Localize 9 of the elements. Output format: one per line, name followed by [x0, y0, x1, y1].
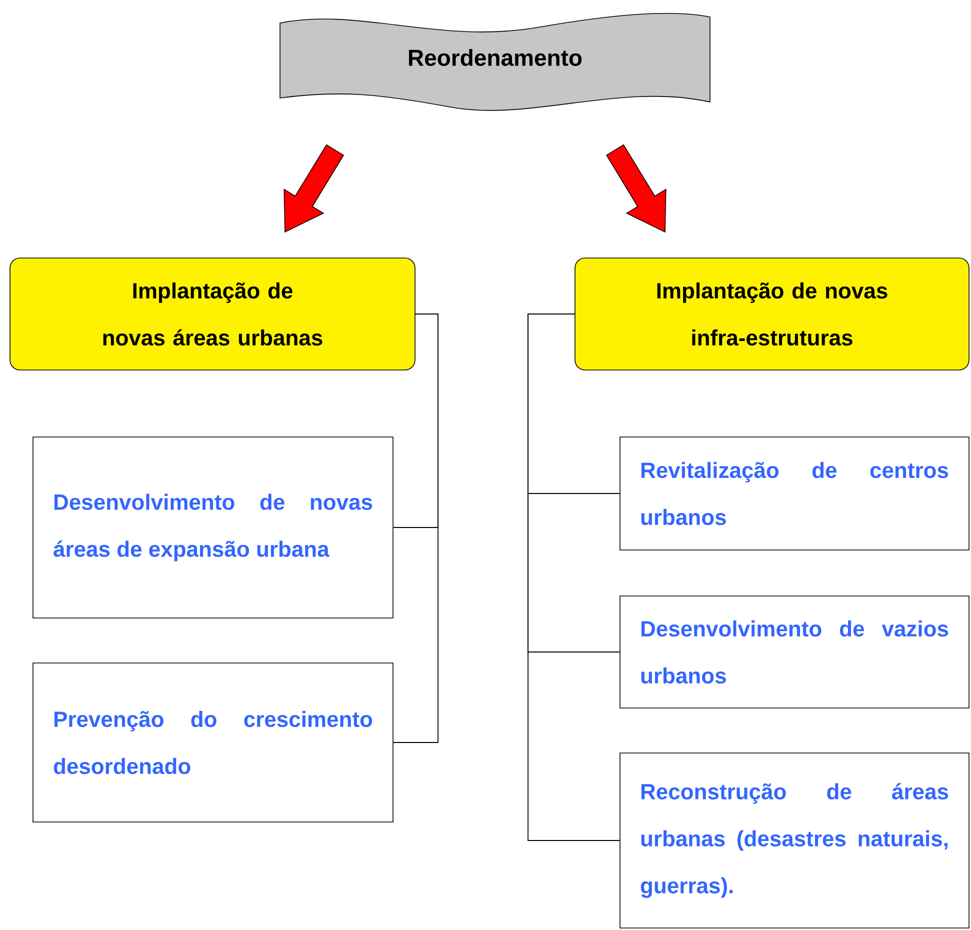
item-box: Reconstrução de áreas urbanas (desastres naturais, guerras).: [620, 752, 970, 928]
tree-connector: [392, 314, 438, 743]
heading-box: Implantação de novas infra-estruturas: [574, 258, 970, 370]
item-box: Revitalização de centros urbanos: [620, 436, 970, 550]
tree-connector: [528, 314, 620, 841]
item-box: Desenvolvimento de novas áreas de expansão urbana: [32, 436, 394, 618]
item-box: Prevenção do crescimento desordenado: [32, 662, 394, 822]
item-box: Desenvolvimento de vazios urbanos: [620, 596, 970, 708]
heading-box: Implantação de novas áreas urbanas: [10, 258, 416, 370]
